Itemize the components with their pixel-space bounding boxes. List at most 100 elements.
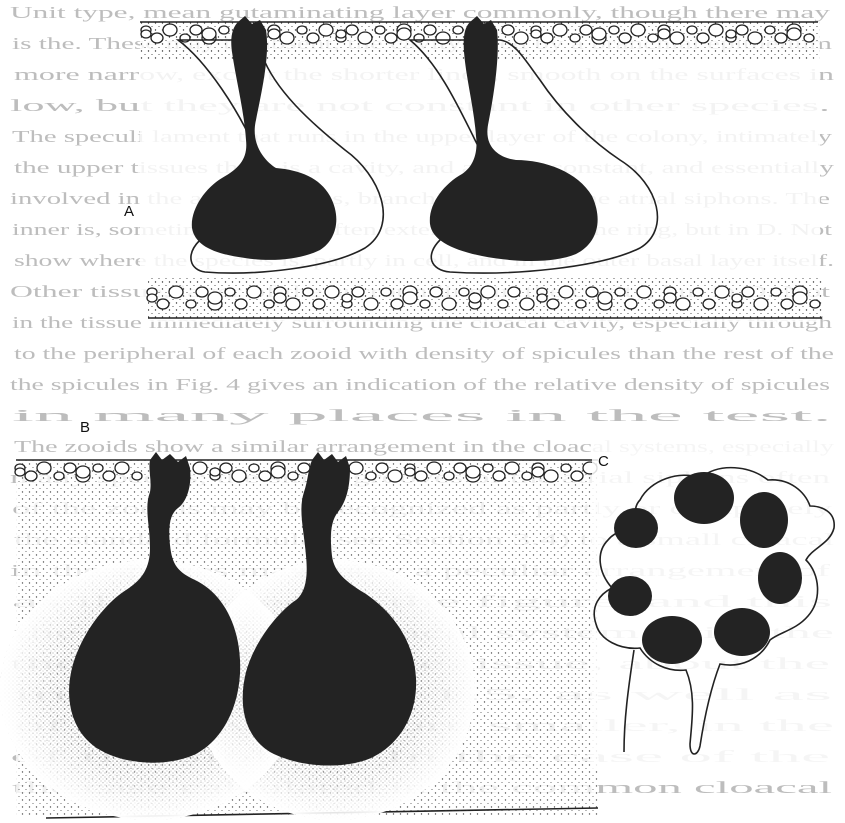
cell — [346, 25, 358, 35]
cell — [553, 24, 567, 36]
cell — [288, 472, 298, 480]
cell — [571, 471, 583, 481]
cell — [235, 299, 247, 309]
cell — [202, 28, 216, 40]
cell — [586, 287, 598, 297]
cell — [208, 292, 222, 304]
cell — [268, 29, 280, 39]
cell — [592, 28, 606, 40]
cell — [559, 286, 573, 298]
background-text-line: in many places in the test. — [12, 406, 832, 425]
cell — [580, 25, 592, 35]
cell — [381, 288, 391, 296]
cell — [598, 292, 612, 304]
cell — [259, 471, 271, 481]
cell — [670, 32, 684, 44]
cell — [15, 468, 25, 476]
cell — [754, 298, 768, 310]
cell — [186, 300, 196, 308]
cell — [247, 286, 261, 298]
cell — [520, 298, 534, 310]
cell — [415, 471, 427, 481]
cell — [193, 462, 207, 474]
cell — [375, 26, 385, 34]
panel-b-label: B — [80, 419, 90, 436]
cell — [637, 286, 651, 298]
cell — [141, 30, 151, 38]
background-text-line: to the peripheral of each zooid with den… — [14, 344, 834, 363]
cell — [307, 33, 319, 43]
cell — [319, 24, 333, 36]
cell — [793, 292, 807, 304]
cell — [157, 299, 169, 309]
panel-c-zooid — [608, 576, 652, 616]
cell — [37, 462, 51, 474]
cell — [502, 25, 514, 35]
cell — [325, 286, 339, 298]
cell — [366, 472, 376, 480]
cell — [427, 462, 441, 474]
cell — [709, 24, 723, 36]
cell — [609, 26, 619, 34]
cell — [420, 300, 430, 308]
cell — [619, 33, 631, 43]
cell — [625, 299, 637, 309]
cell — [505, 462, 519, 474]
cell — [280, 32, 294, 44]
cell — [508, 287, 520, 297]
cell — [303, 288, 313, 296]
panel-c-zooid — [758, 552, 802, 604]
cell — [544, 470, 558, 482]
cell — [765, 26, 775, 34]
cell — [483, 464, 493, 472]
cell — [397, 28, 411, 40]
cell — [388, 470, 402, 482]
cell — [648, 34, 658, 42]
cell — [444, 472, 454, 480]
cell — [469, 293, 481, 303]
panel-a: A — [124, 16, 822, 322]
cell — [196, 287, 208, 297]
cell — [286, 298, 300, 310]
cell — [775, 33, 787, 43]
cell — [676, 298, 690, 310]
cell — [313, 299, 325, 309]
cell — [453, 26, 463, 34]
cell — [220, 463, 232, 473]
cell — [748, 32, 762, 44]
cell — [481, 286, 495, 298]
cell — [385, 33, 397, 43]
panel-c-zooid — [614, 508, 658, 548]
cell — [64, 463, 76, 473]
cell — [514, 32, 528, 44]
cell — [225, 288, 235, 296]
panel-c-zooid — [714, 608, 770, 656]
cell — [274, 293, 286, 303]
cell — [336, 30, 346, 38]
cell — [424, 25, 436, 35]
cell — [693, 288, 703, 296]
cell — [25, 471, 37, 481]
cell — [570, 34, 580, 42]
cell — [405, 468, 415, 476]
cell — [742, 287, 754, 297]
cell — [466, 466, 480, 478]
cell — [631, 24, 645, 36]
cell — [787, 28, 801, 40]
cell — [169, 286, 183, 298]
cell — [376, 463, 388, 473]
cell — [297, 26, 307, 34]
cell — [687, 26, 697, 34]
cell — [103, 471, 115, 481]
cell — [147, 294, 157, 302]
cell — [403, 292, 417, 304]
cell — [781, 299, 793, 309]
cell — [522, 472, 532, 480]
cell — [703, 299, 715, 309]
cell — [576, 300, 586, 308]
panel-c-zooid — [642, 616, 702, 664]
cell — [615, 288, 625, 296]
cell — [210, 468, 220, 476]
cell — [454, 463, 466, 473]
